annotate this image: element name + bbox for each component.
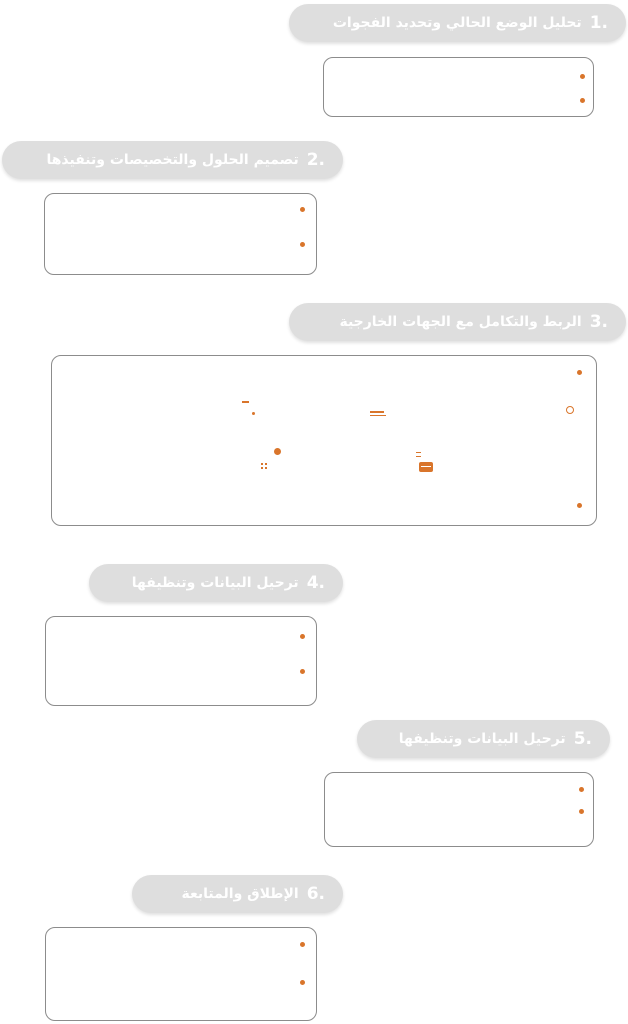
bullet-dot	[300, 207, 305, 212]
link-icon	[242, 401, 249, 403]
bullet-dot	[577, 503, 582, 508]
section-title: الإطلاق والمتابعة	[181, 886, 299, 902]
section-4-card	[45, 616, 317, 706]
section-5-heading: 5. ترحيل البيانات وتنظيفها	[357, 720, 610, 758]
bullet-dot	[577, 370, 582, 375]
section-1-heading: 1. تحليل الوضع الحالي وتحديد الفجوات	[289, 4, 626, 42]
bullet-dot	[300, 634, 305, 639]
bullet-dot	[579, 787, 584, 792]
bullet-dot	[300, 980, 305, 985]
section-3-card	[51, 355, 597, 526]
section-number: 3.	[589, 312, 608, 332]
section-3-heading: 3. الربط والتكامل مع الجهات الخارجية	[289, 303, 626, 341]
section-title: تحليل الوضع الحالي وتحديد الفجوات	[332, 15, 582, 31]
transfer-icon	[370, 411, 384, 413]
link-icon-dot	[252, 412, 255, 415]
section-number: 4.	[306, 573, 325, 593]
section-number: 2.	[306, 150, 325, 170]
arrow-icon	[416, 456, 421, 457]
bullet-dot	[580, 98, 585, 103]
section-title: ترحيل البيانات وتنظيفها	[398, 731, 566, 747]
grid-icon	[265, 467, 267, 469]
section-1-card	[323, 57, 594, 117]
grid-icon	[261, 463, 263, 465]
section-number: 6.	[306, 884, 325, 904]
transfer-icon-line	[370, 415, 386, 416]
bullet-dot	[579, 809, 584, 814]
section-2-heading: 2. تصميم الحلول والتخصيصات وتنفيذها	[2, 141, 343, 179]
section-number: 1.	[589, 13, 608, 33]
section-title: تصميم الحلول والتخصيصات وتنفيذها	[46, 152, 299, 168]
section-6-heading: 6. الإطلاق والمتابعة	[132, 875, 343, 913]
section-4-heading: 4. ترحيل البيانات وتنظيفها	[89, 564, 343, 602]
grid-icon	[265, 463, 267, 465]
section-5-card	[324, 772, 594, 847]
section-title: ترحيل البيانات وتنظيفها	[131, 575, 299, 591]
minus-icon	[416, 452, 421, 453]
integration-icon	[566, 406, 574, 414]
bullet-dot	[580, 74, 585, 79]
bullet-dot	[300, 669, 305, 674]
bullet-dot	[300, 942, 305, 947]
card-icon	[419, 462, 433, 472]
location-pin-icon	[274, 448, 281, 455]
section-number: 5.	[573, 729, 592, 749]
section-6-card	[45, 927, 317, 1021]
section-2-card	[44, 193, 317, 275]
bullet-dot	[300, 242, 305, 247]
grid-icon	[261, 467, 263, 469]
section-title: الربط والتكامل مع الجهات الخارجية	[339, 314, 582, 330]
